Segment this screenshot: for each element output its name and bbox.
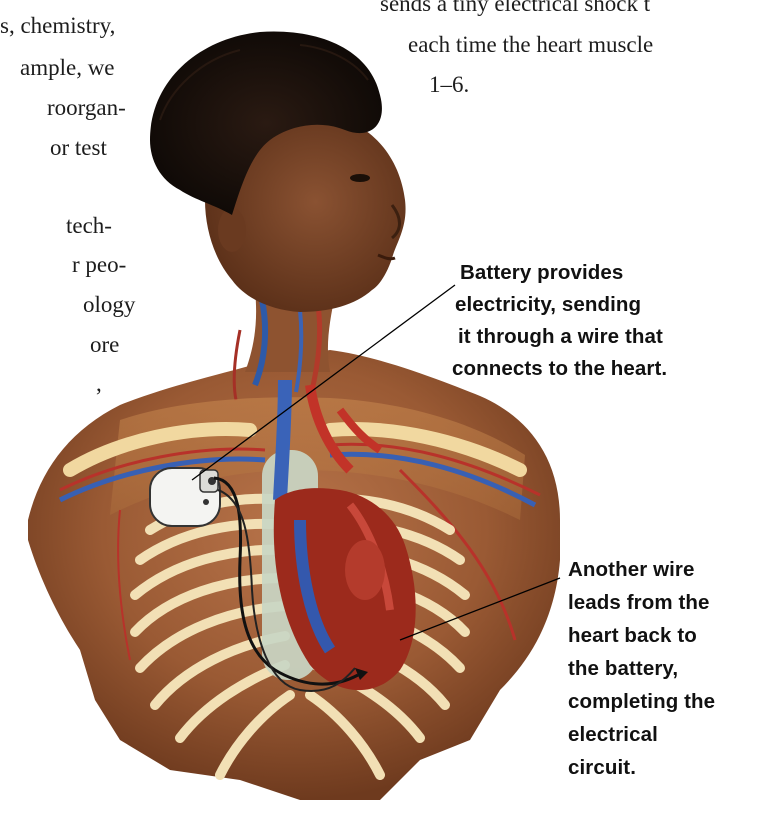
callout-bottom-line: circuit. (568, 758, 636, 779)
left-text-line: , (96, 372, 102, 395)
left-text-line: tech- (66, 214, 112, 237)
callout-top-line: it through a wire that (458, 327, 663, 348)
left-text-line: s, chemistry, (0, 14, 115, 37)
right-text-line: sends a tiny electrical shock t (380, 0, 650, 15)
right-text-line: 1–6. (429, 73, 469, 96)
left-text-line: ology (83, 293, 135, 316)
left-text-line: or test (50, 136, 107, 159)
left-text-line: r peo- (72, 253, 126, 276)
callout-bottom-line: Another wire (568, 560, 695, 581)
pacemaker-device (150, 468, 220, 526)
callout-top-line: connects to the heart. (452, 359, 667, 380)
callout-bottom-line: heart back to (568, 626, 697, 647)
left-text-line: roorgan- (47, 96, 126, 119)
callout-top-line: electricity, sending (455, 295, 641, 316)
left-text-line: ore (90, 333, 119, 356)
right-text-line: each time the heart muscle (408, 33, 653, 56)
callout-bottom-line: completing the (568, 692, 715, 713)
callout-bottom-line: the battery, (568, 659, 678, 680)
callout-bottom-line: leads from the (568, 593, 710, 614)
callout-top-line: Battery provides (460, 263, 623, 284)
left-text-line: ample, we (20, 56, 115, 79)
callout-bottom-line: electrical (568, 725, 658, 746)
